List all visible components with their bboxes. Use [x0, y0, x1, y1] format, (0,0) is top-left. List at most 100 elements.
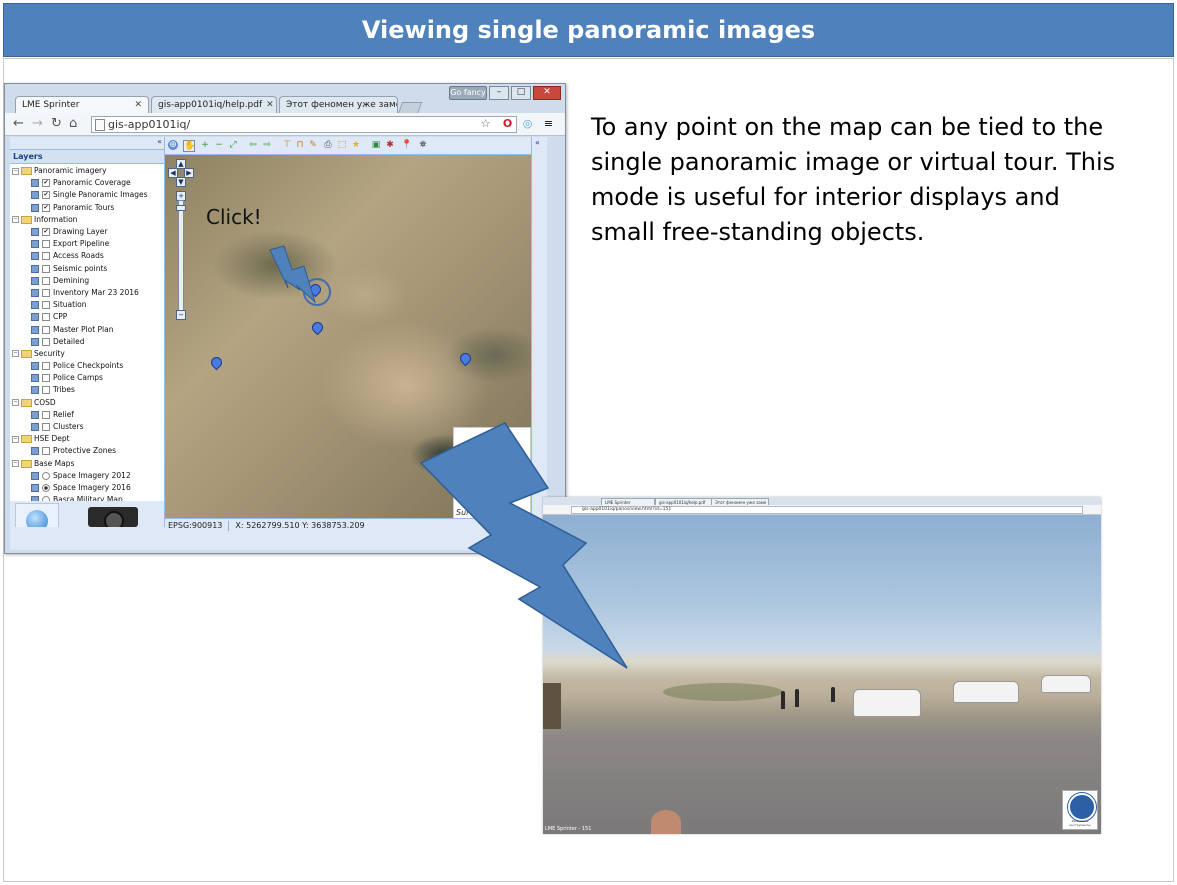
- layer-group[interactable]: −COSD: [10, 397, 164, 409]
- address-bar[interactable]: gis-app0101iq/: [91, 116, 517, 133]
- layer-checkbox[interactable]: [42, 264, 50, 273]
- layer-item[interactable]: Access Roads: [10, 250, 164, 262]
- menu-icon[interactable]: ≡: [543, 117, 554, 130]
- layer-checkbox[interactable]: [42, 362, 50, 371]
- zoom-out-box-icon[interactable]: −: [215, 140, 223, 150]
- collapse-left-icon[interactable]: «: [157, 137, 162, 146]
- collapse-toggle-icon[interactable]: −: [12, 350, 19, 358]
- window-badge[interactable]: Go fancy: [449, 86, 487, 100]
- measure-icon[interactable]: ⊤: [283, 140, 291, 150]
- identify-icon[interactable]: ✱: [386, 140, 394, 150]
- camera-icon[interactable]: [88, 507, 138, 527]
- layer-item[interactable]: Situation: [10, 299, 164, 311]
- zoom-out-icon[interactable]: −: [176, 310, 186, 320]
- layer-checkbox[interactable]: [42, 252, 50, 261]
- pan-up-icon[interactable]: ▲: [176, 159, 186, 169]
- radio-button[interactable]: [42, 483, 50, 492]
- base-map-option[interactable]: Space Imagery 2012: [10, 470, 164, 482]
- layer-checkbox[interactable]: [42, 240, 50, 249]
- layer-checkbox[interactable]: [42, 276, 50, 285]
- radio-button[interactable]: [42, 471, 50, 480]
- panorama-url[interactable]: gis-app0101iq/panos/view.html?id=151: [571, 506, 1083, 514]
- zoom-slider[interactable]: [178, 200, 184, 312]
- close-button[interactable]: ✕: [533, 86, 561, 100]
- layer-group[interactable]: −Security: [10, 348, 164, 360]
- next-view-icon[interactable]: ⇨: [263, 140, 271, 150]
- layer-checkbox[interactable]: ✔: [42, 179, 50, 188]
- layer-item[interactable]: Clusters: [10, 421, 164, 433]
- layer-checkbox[interactable]: ✔: [42, 191, 50, 200]
- extension-icon[interactable]: ◎: [522, 117, 533, 130]
- opera-icon[interactable]: O: [502, 117, 513, 130]
- layer-item[interactable]: ✔Drawing Layer: [10, 226, 164, 238]
- panorama-marker[interactable]: [457, 350, 474, 367]
- maximize-button[interactable]: □: [511, 86, 531, 100]
- collapse-right-icon[interactable]: «: [535, 138, 540, 147]
- print-icon[interactable]: ⎙: [324, 140, 332, 150]
- panorama-marker[interactable]: [208, 354, 225, 371]
- home-icon[interactable]: ⌂: [69, 116, 78, 131]
- binoculars-icon[interactable]: ⛯: [419, 140, 427, 150]
- layer-checkbox[interactable]: [42, 288, 50, 297]
- panorama-scene[interactable]: Развиваем инструменты LME Sprinter - 151: [543, 515, 1101, 834]
- layer-group[interactable]: −Base Maps: [10, 458, 164, 470]
- minimize-button[interactable]: –: [489, 86, 509, 100]
- layer-checkbox[interactable]: [42, 337, 50, 346]
- layer-item[interactable]: Relief: [10, 409, 164, 421]
- pin-icon[interactable]: 📍: [401, 140, 413, 150]
- layer-item[interactable]: Master Plot Plan: [10, 323, 164, 335]
- measure-area-icon[interactable]: ⊓: [296, 140, 304, 150]
- layer-checkbox[interactable]: [42, 325, 50, 334]
- layer-checkbox[interactable]: [42, 374, 50, 383]
- layer-checkbox[interactable]: [42, 313, 50, 322]
- full-extent-icon[interactable]: ⤢: [229, 140, 237, 150]
- forward-icon[interactable]: →: [32, 116, 43, 131]
- pan-down-icon[interactable]: ▼: [176, 177, 186, 187]
- favorite-icon[interactable]: ★: [351, 140, 361, 150]
- panorama-marker[interactable]: [309, 319, 326, 336]
- layer-item[interactable]: Tribes: [10, 384, 164, 396]
- zoom-in-box-icon[interactable]: +: [201, 140, 209, 150]
- collapse-toggle-icon[interactable]: −: [12, 167, 19, 175]
- layer-item[interactable]: ✔Single Panoramic Images: [10, 189, 164, 201]
- layer-item[interactable]: Inventory Mar 23 2016: [10, 287, 164, 299]
- panorama-tab[interactable]: Этот феномен уже заме: [711, 498, 769, 506]
- tab-close-icon[interactable]: ✕: [134, 100, 142, 110]
- tab-article[interactable]: Этот феномен уже замет: [279, 96, 398, 113]
- pan-left-icon[interactable]: ◀: [168, 168, 178, 178]
- zoom-extent-icon[interactable]: ⊕: [168, 140, 178, 150]
- layer-group[interactable]: −Panoramic imagery: [10, 165, 164, 177]
- layer-checkbox[interactable]: ✔: [42, 203, 50, 212]
- layer-group[interactable]: −HSE Dept: [10, 433, 164, 445]
- layer-item[interactable]: Police Checkpoints: [10, 360, 164, 372]
- layer-checkbox[interactable]: [42, 423, 50, 432]
- pan-icon[interactable]: ✋: [183, 140, 196, 152]
- layer-checkbox[interactable]: [42, 301, 50, 310]
- tab-lme-sprinter[interactable]: LME Sprinter ✕: [15, 96, 149, 113]
- layer-checkbox[interactable]: ✔: [42, 228, 50, 237]
- layer-item[interactable]: Demining: [10, 275, 164, 287]
- base-map-option[interactable]: Space Imagery 2016: [10, 482, 164, 494]
- collapse-toggle-icon[interactable]: −: [12, 460, 19, 468]
- pan-right-icon[interactable]: ▶: [184, 168, 194, 178]
- layer-item[interactable]: Protective Zones: [10, 445, 164, 457]
- legend-icon[interactable]: ▣: [371, 140, 381, 150]
- layer-item[interactable]: ✔Panoramic Tours: [10, 202, 164, 214]
- zoom-slider-handle[interactable]: [176, 205, 186, 211]
- layer-checkbox[interactable]: [42, 410, 50, 419]
- export-icon[interactable]: ⬚: [337, 140, 347, 150]
- layer-group[interactable]: −Information: [10, 214, 164, 226]
- reload-icon[interactable]: ↻: [51, 116, 62, 131]
- layer-item[interactable]: Export Pipeline: [10, 238, 164, 250]
- layer-checkbox[interactable]: [42, 386, 50, 395]
- collapse-toggle-icon[interactable]: −: [12, 435, 19, 443]
- layer-item[interactable]: Detailed: [10, 336, 164, 348]
- layer-item[interactable]: ✔Panoramic Coverage: [10, 177, 164, 189]
- layer-item[interactable]: CPP: [10, 311, 164, 323]
- tab-help-pdf[interactable]: gis-app0101iq/help.pdf ✕: [151, 96, 277, 113]
- layer-checkbox[interactable]: [42, 447, 50, 456]
- map-view[interactable]: ▲ ◀ ▶ ▼ + − Click! Surve: [165, 155, 531, 518]
- previous-view-icon[interactable]: ⇦: [249, 140, 257, 150]
- layer-item[interactable]: Seismic points: [10, 263, 164, 275]
- layer-item[interactable]: Police Camps: [10, 372, 164, 384]
